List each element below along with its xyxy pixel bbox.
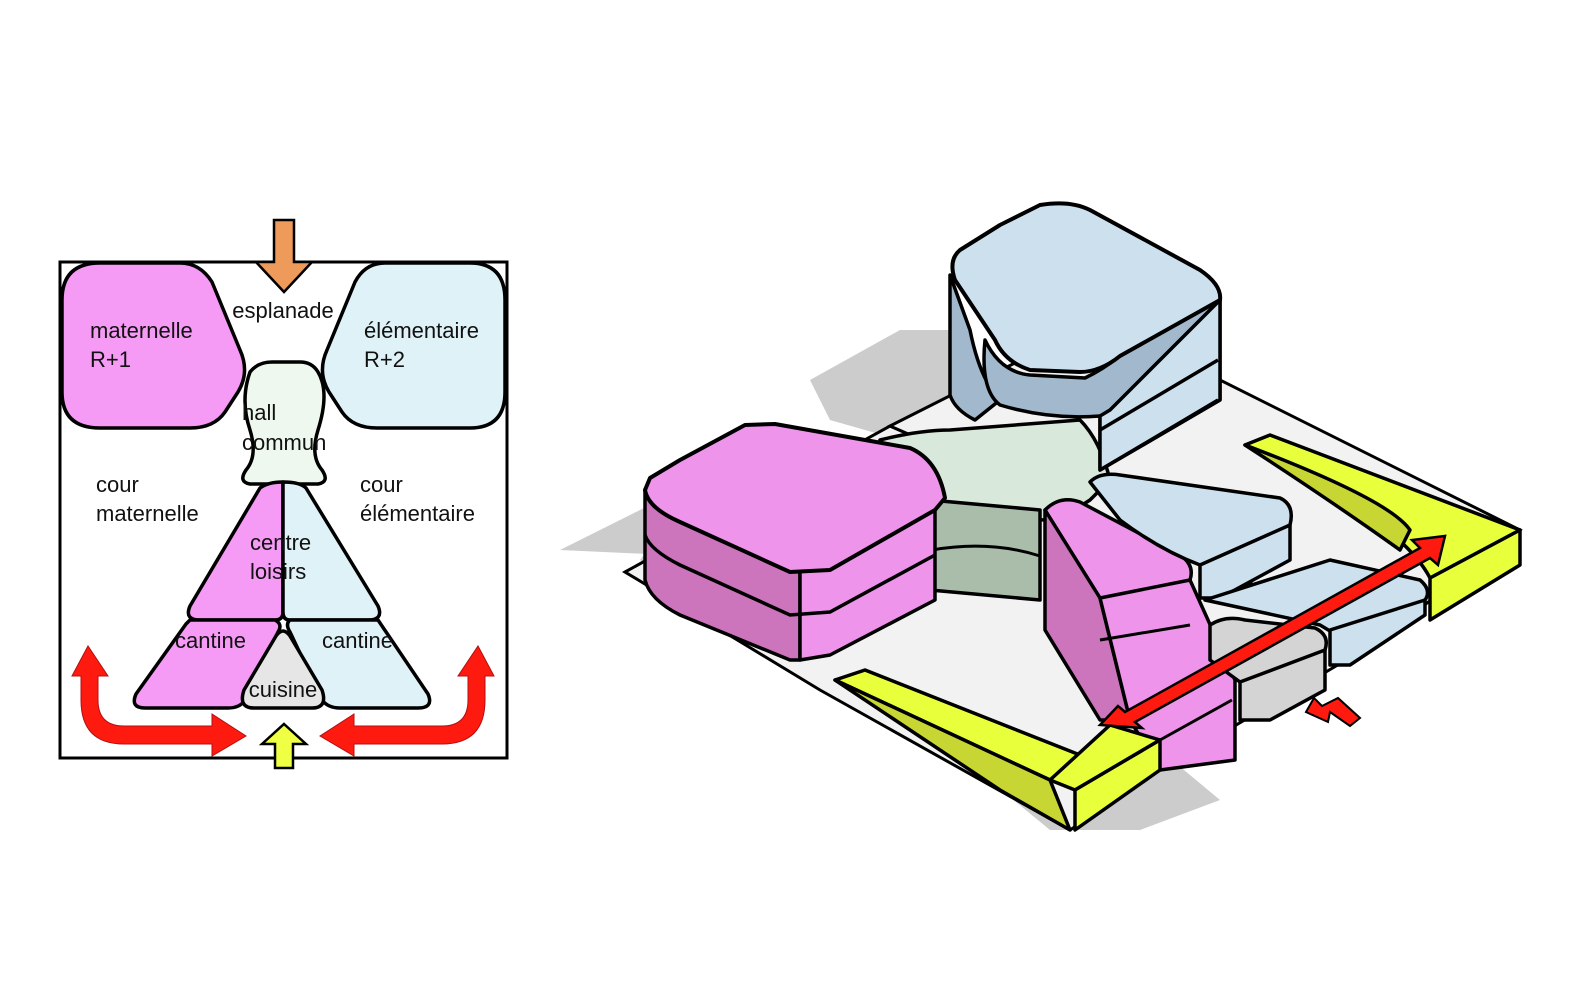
label-cour-maternelle-1: cour: [96, 472, 139, 497]
iso-blue-block-2-side: [1328, 598, 1427, 667]
label-elementaire-level: R+2: [364, 347, 405, 372]
iso-blue-block-1-side: [1198, 523, 1292, 600]
iso-entrance-arrow: [1304, 696, 1362, 728]
label-loisirs: loisirs: [250, 559, 306, 584]
iso-maternelle-floorline: [643, 534, 936, 617]
zone-cantine-left: [132, 618, 282, 710]
label-cour-elementaire-1: cour: [360, 472, 403, 497]
label-hall: hall: [242, 400, 276, 425]
iso-cantine-pink-floor: [1099, 623, 1233, 742]
label-hall-commun: commun: [242, 430, 326, 455]
zone-centre-loisirs-right: [281, 480, 382, 622]
label-cour-maternelle-2: maternelle: [96, 501, 199, 526]
zone-hall: [241, 360, 327, 486]
iso-cuisine-side: [1238, 648, 1327, 722]
iso-maternelle-top: [643, 422, 947, 574]
zone-cantine-right: [285, 618, 432, 710]
label-maternelle: maternelle: [90, 318, 193, 343]
iso-elementaire-tower-right: [1098, 298, 1222, 472]
circulation-arrow-right: [319, 645, 495, 757]
iso-yellow-edge-left-side: [833, 678, 1072, 832]
zone-centre-loisirs-left: [186, 480, 285, 622]
iso-elementaire-tower-top: [950, 201, 1223, 374]
main-entrance-arrow: [253, 218, 315, 294]
zone-maternelle: [60, 261, 247, 430]
label-centre: centre: [250, 530, 311, 555]
iso-hall-floorline: [931, 544, 1041, 558]
label-esplanade: esplanade: [232, 298, 334, 323]
zone-elementaire: [320, 261, 507, 430]
isometric-model: [560, 201, 1523, 832]
label-maternelle-level: R+1: [90, 347, 131, 372]
iso-blue-block-1-top: [1088, 472, 1293, 567]
label-cantine-right: cantine: [322, 628, 393, 653]
service-entrance-arrow: [258, 722, 310, 770]
iso-elementaire-tower-floor1: [1099, 358, 1219, 472]
iso-yellow-corner-front: [1073, 738, 1162, 832]
label-cuisine: cuisine: [249, 677, 317, 702]
circulation-arrow-left: [71, 645, 247, 757]
label-cour-elementaire-2: élémentaire: [360, 501, 475, 526]
zone-cuisine: [240, 629, 326, 710]
iso-circulation-arrow: [1097, 534, 1447, 730]
label-elementaire: élémentaire: [364, 318, 479, 343]
iso-yellow-inner-slope: [1243, 443, 1412, 552]
iso-yellow-edge-right-side: [1428, 528, 1522, 622]
label-cantine-left: cantine: [175, 628, 246, 653]
site-plan: esplanade maternelle R+1 élémentaire R+2…: [58, 218, 509, 770]
